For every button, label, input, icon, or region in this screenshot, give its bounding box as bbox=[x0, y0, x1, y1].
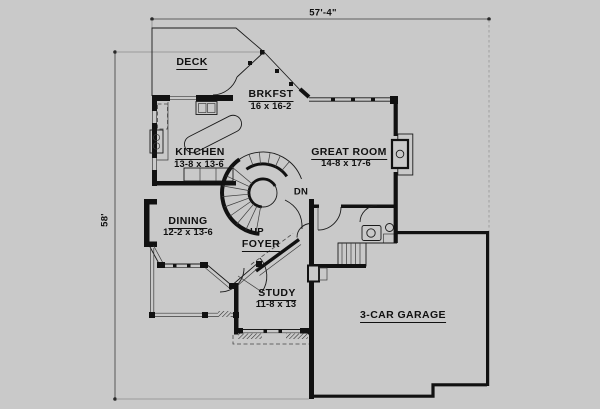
room-label-foyer: FOYER bbox=[241, 238, 281, 252]
great-room-walls bbox=[309, 96, 398, 231]
dimension-left: 58' bbox=[99, 213, 111, 227]
room-dims-great-room: 14-8 x 17-6 bbox=[321, 158, 371, 168]
fireplace bbox=[390, 133, 414, 176]
window-sill-hatch bbox=[286, 333, 308, 339]
spiral-staircase bbox=[220, 151, 303, 236]
deck-outline bbox=[151, 27, 265, 96]
study-walls bbox=[232, 257, 310, 345]
room-dims-study: 11-8 x 13 bbox=[255, 298, 297, 309]
porch-railing bbox=[149, 248, 245, 318]
room-label-dining: DINING bbox=[168, 215, 208, 229]
room-dims-dining: 12-2 x 13-6 bbox=[163, 227, 213, 237]
room-label-brkfst: BRKFST bbox=[248, 88, 294, 102]
room-label-study: STUDY bbox=[258, 287, 296, 301]
garage-walls bbox=[307, 199, 490, 399]
room-label-kitchen: KITCHEN bbox=[175, 146, 225, 160]
window-sill-hatch bbox=[238, 333, 262, 339]
basement-stairs bbox=[313, 242, 367, 268]
room-label-garage: 3-CAR GARAGE bbox=[360, 309, 446, 323]
breakfast-bay bbox=[212, 50, 311, 99]
room-dims-brkfst: 16 x 16-2 bbox=[250, 101, 292, 111]
room-label-great-room: GREAT ROOM bbox=[311, 146, 387, 160]
powder-room bbox=[338, 208, 398, 244]
kitchen-fixtures bbox=[149, 101, 242, 182]
dimension-top: 57'-4" bbox=[309, 7, 337, 19]
stair-down-label: DN bbox=[293, 186, 309, 198]
room-label-deck: DECK bbox=[176, 56, 208, 70]
stair-up-label: UP bbox=[250, 226, 264, 238]
dimension-lines bbox=[113, 17, 491, 401]
dining-bay bbox=[144, 199, 237, 290]
room-dims-kitchen: 13-8 x 13-6 bbox=[174, 158, 224, 169]
kitchen-walls bbox=[152, 95, 236, 186]
